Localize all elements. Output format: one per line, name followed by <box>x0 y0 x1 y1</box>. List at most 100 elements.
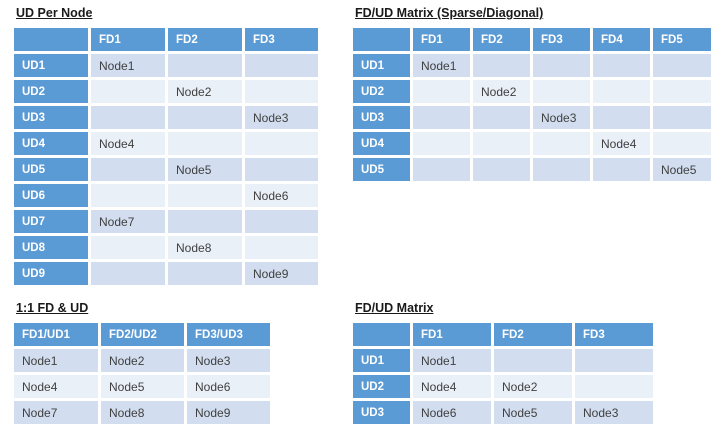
corner-cell <box>14 28 88 51</box>
empty-cell <box>533 80 590 103</box>
node-cell: Node2 <box>473 80 530 103</box>
table-row: UD5 Node5 <box>353 158 711 181</box>
empty-cell <box>168 132 242 155</box>
node-cell: Node6 <box>413 401 491 424</box>
node-cell: Node3 <box>187 349 270 372</box>
empty-cell <box>473 106 530 129</box>
row-header: UD7 <box>14 210 88 233</box>
empty-cell <box>413 158 470 181</box>
empty-cell <box>413 106 470 129</box>
empty-cell <box>245 80 318 103</box>
row-header: UD3 <box>353 401 410 424</box>
table-row: UD6 Node6 <box>14 184 318 207</box>
node-cell: Node7 <box>91 210 165 233</box>
empty-cell <box>473 158 530 181</box>
node-cell: Node8 <box>168 236 242 259</box>
node-cell: Node1 <box>413 54 470 77</box>
empty-cell <box>653 54 711 77</box>
column-header: FD2/UD2 <box>101 323 184 346</box>
node-cell: Node5 <box>653 158 711 181</box>
empty-cell <box>575 349 653 372</box>
column-header: FD3/UD3 <box>187 323 270 346</box>
node-cell: Node4 <box>593 132 650 155</box>
table-row: UD5 Node5 <box>14 158 318 181</box>
column-header: FD1 <box>413 28 470 51</box>
table-title-fdud-matrix: FD/UD Matrix <box>355 301 434 315</box>
node-cell: Node2 <box>168 80 242 103</box>
row-header: UD3 <box>14 106 88 129</box>
empty-cell <box>593 158 650 181</box>
empty-cell <box>91 236 165 259</box>
empty-cell <box>494 349 572 372</box>
node-cell: Node3 <box>575 401 653 424</box>
empty-cell <box>91 184 165 207</box>
node-cell: Node8 <box>101 401 184 424</box>
column-header: FD1 <box>91 28 165 51</box>
row-header: UD3 <box>353 106 410 129</box>
node-cell: Node4 <box>91 132 165 155</box>
table-title-fdud-matrix-sparse: FD/UD Matrix (Sparse/Diagonal) <box>355 6 544 20</box>
row-header: UD5 <box>353 158 410 181</box>
empty-cell <box>653 132 711 155</box>
node-cell: Node6 <box>245 184 318 207</box>
empty-cell <box>168 54 242 77</box>
empty-cell <box>245 236 318 259</box>
column-header: FD1 <box>413 323 491 346</box>
empty-cell <box>473 54 530 77</box>
row-header: UD6 <box>14 184 88 207</box>
row-header: UD1 <box>353 54 410 77</box>
empty-cell <box>91 106 165 129</box>
empty-cell <box>653 106 711 129</box>
empty-cell <box>653 80 711 103</box>
empty-cell <box>533 54 590 77</box>
row-header: UD4 <box>14 132 88 155</box>
row-header: UD2 <box>353 80 410 103</box>
column-header: FD2 <box>473 28 530 51</box>
empty-cell <box>245 158 318 181</box>
table-row: UD9 Node9 <box>14 262 318 285</box>
table-title-one-to-one-fd-ud: 1:1 FD & UD <box>16 301 89 315</box>
node-cell: Node5 <box>168 158 242 181</box>
column-header: FD3 <box>533 28 590 51</box>
node-cell: Node3 <box>533 106 590 129</box>
corner-cell <box>353 28 410 51</box>
empty-cell <box>168 184 242 207</box>
empty-cell <box>245 54 318 77</box>
empty-cell <box>91 80 165 103</box>
empty-cell <box>473 132 530 155</box>
column-header: FD3 <box>245 28 318 51</box>
row-header: UD9 <box>14 262 88 285</box>
empty-cell <box>91 158 165 181</box>
node-cell: Node6 <box>187 375 270 398</box>
empty-cell <box>533 132 590 155</box>
row-header: UD2 <box>353 375 410 398</box>
column-header: FD5 <box>653 28 711 51</box>
node-cell: Node9 <box>245 262 318 285</box>
node-cell: Node1 <box>91 54 165 77</box>
node-cell: Node4 <box>413 375 491 398</box>
table-row: UD3 Node3 <box>353 106 711 129</box>
node-cell: Node1 <box>14 349 98 372</box>
row-header: UD8 <box>14 236 88 259</box>
empty-cell <box>533 158 590 181</box>
empty-cell <box>413 132 470 155</box>
empty-cell <box>168 262 242 285</box>
row-header: UD1 <box>353 349 410 372</box>
row-header: UD5 <box>14 158 88 181</box>
empty-cell <box>593 106 650 129</box>
